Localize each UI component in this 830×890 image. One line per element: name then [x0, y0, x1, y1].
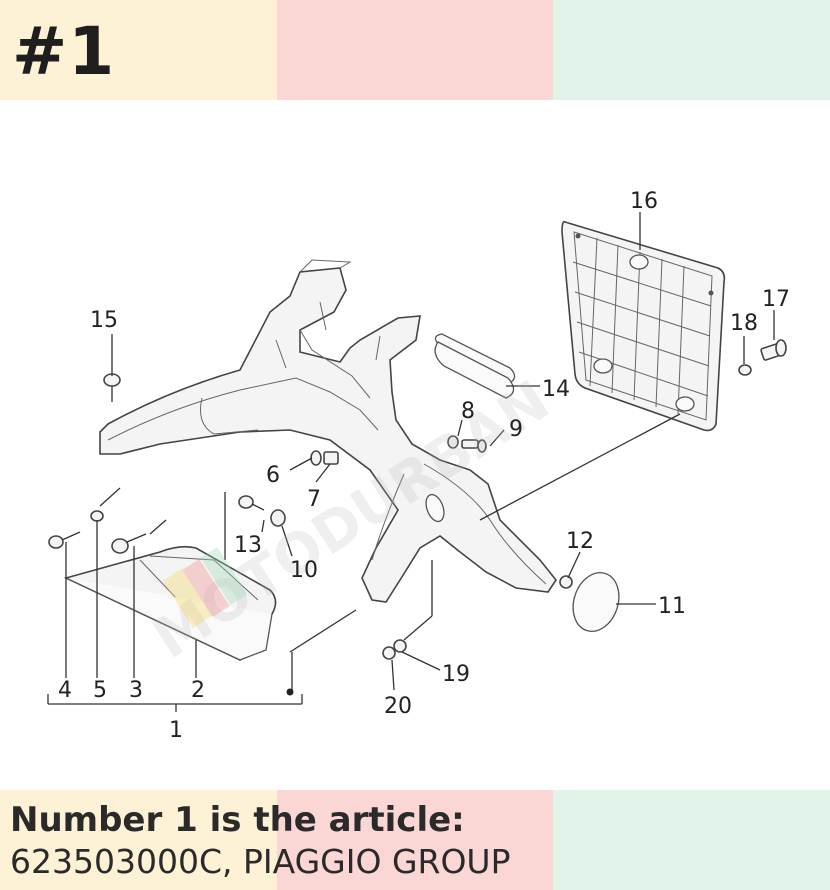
band-pink	[276, 0, 554, 100]
callout-17: 17	[762, 287, 790, 312]
callout-4: 4	[58, 678, 72, 703]
bolt-part-13	[238, 495, 265, 511]
screw-part-17	[760, 339, 787, 361]
washer-part-18	[738, 364, 752, 376]
callout-13: 13	[234, 533, 262, 558]
callout-10: 10	[290, 558, 318, 583]
nut-part-19-20	[382, 639, 407, 660]
callout-9: 9	[509, 417, 523, 442]
callout-labels: 1 2 3 4 5 6 7 8 9 10 11 12 13 14 15 16 1…	[58, 189, 790, 743]
callout-2: 2	[191, 678, 205, 703]
band-pink	[276, 790, 554, 890]
callout-5: 5	[93, 678, 107, 703]
watermark-blocks	[162, 547, 248, 629]
mudguard-bracket-part	[99, 259, 557, 603]
exploded-parts-diagram: MOTODURBAN 1 2 3 4 5 6 7 8 9 10 11 12 13…	[47, 189, 790, 743]
callout-6: 6	[266, 463, 280, 488]
band-mint	[553, 790, 830, 890]
caption-article-number: 623503000C, PIAGGIO GROUP	[10, 842, 511, 881]
top-color-band	[0, 0, 830, 100]
washer-part-5	[90, 510, 104, 522]
cover-part-2	[63, 545, 277, 662]
band-yellow	[0, 790, 277, 890]
license-plate-part	[561, 220, 726, 432]
caption-heading: Number 1 is the article:	[10, 800, 465, 840]
leader-lines	[47, 212, 775, 712]
callout-11: 11	[658, 594, 686, 619]
callout-19: 19	[442, 662, 470, 687]
callout-3: 3	[129, 678, 143, 703]
page-number: #1	[12, 13, 116, 90]
callout-14: 14	[542, 377, 570, 402]
callout-20: 20	[384, 694, 412, 719]
band-yellow	[0, 0, 277, 100]
band-mint	[553, 0, 830, 100]
callout-18: 18	[730, 311, 758, 336]
callout-1: 1	[169, 718, 183, 743]
screw-part-4	[48, 531, 81, 549]
screw-part-15	[103, 373, 121, 402]
clip-part-6-7	[310, 450, 339, 466]
callout-8: 8	[461, 399, 475, 424]
nut-part-12	[559, 575, 573, 589]
callout-16: 16	[630, 189, 658, 214]
screw-part-3	[111, 533, 147, 554]
washer-part-10	[270, 509, 286, 527]
assembly-dot	[286, 688, 294, 696]
bolt-part-9	[447, 435, 487, 453]
callout-15: 15	[90, 308, 118, 333]
bottom-color-band	[0, 790, 830, 890]
callout-7: 7	[307, 487, 321, 512]
reflector-part-11	[572, 572, 620, 632]
callout-12: 12	[566, 529, 594, 554]
